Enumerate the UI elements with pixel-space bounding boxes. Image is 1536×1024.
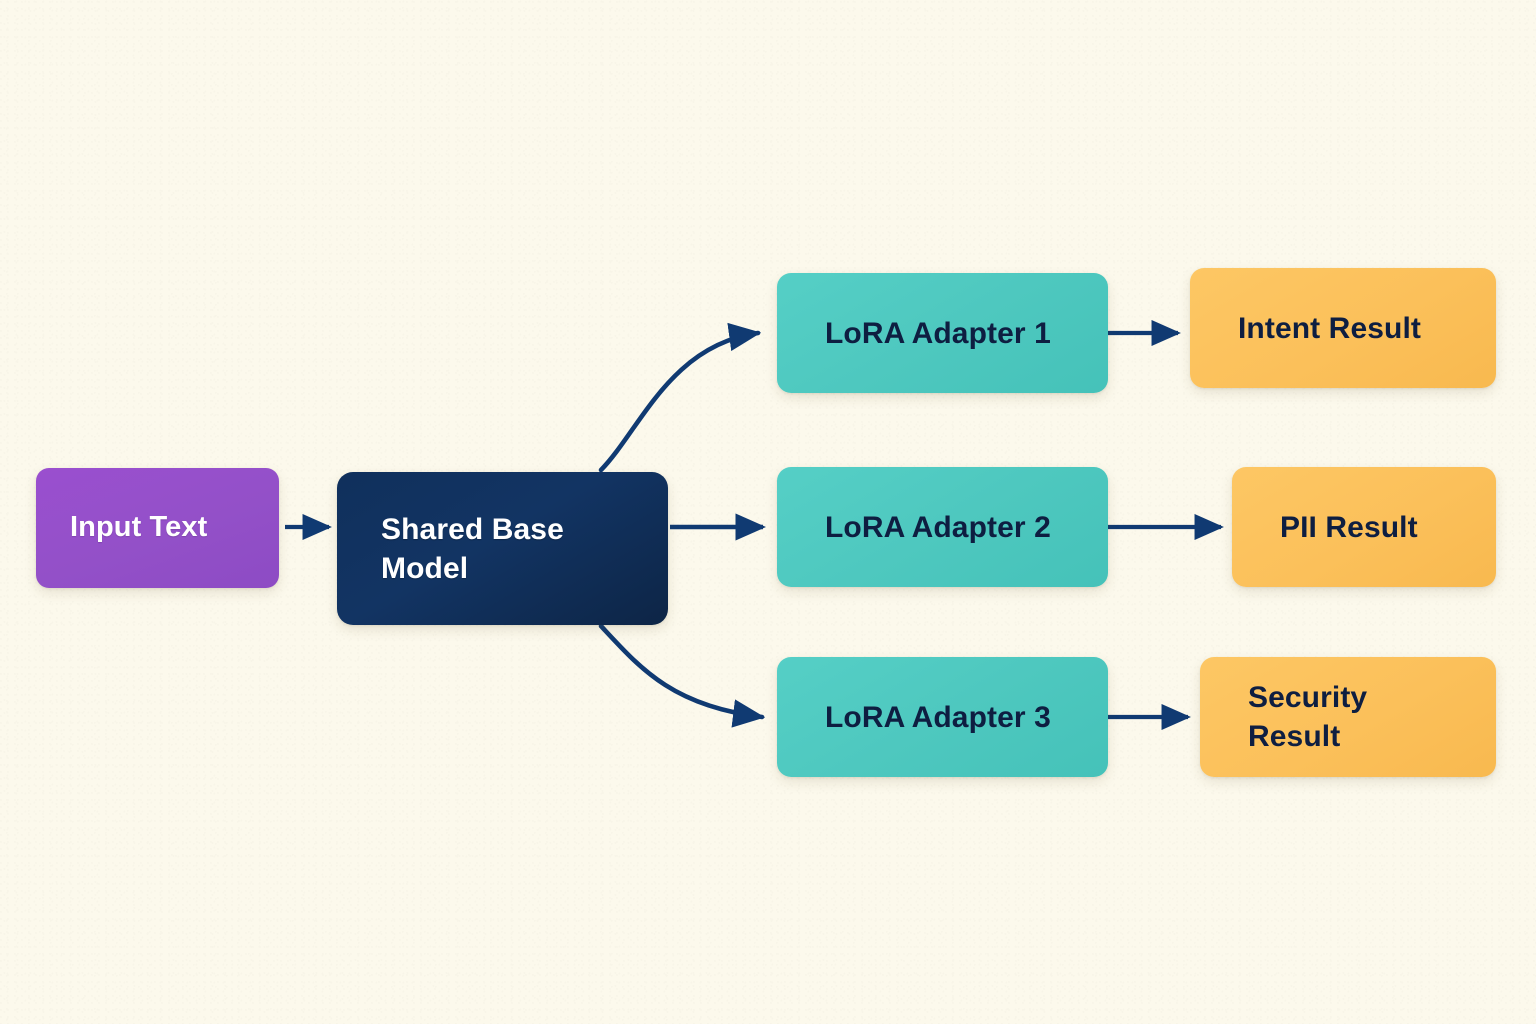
node-lora-adapter-3-label: LoRA Adapter 3: [825, 700, 1051, 734]
node-pii-result-label: PII Result: [1280, 510, 1418, 544]
node-input-text[interactable]: Input Text: [36, 468, 279, 588]
node-lora-adapter-2-label: LoRA Adapter 2: [825, 510, 1051, 544]
node-input-text-label: Input Text: [70, 511, 208, 544]
node-intent-result[interactable]: Intent Result: [1190, 268, 1496, 388]
node-lora-adapter-3[interactable]: LoRA Adapter 3: [777, 657, 1108, 777]
node-pii-result[interactable]: PII Result: [1232, 467, 1496, 587]
node-lora-adapter-1-label: LoRA Adapter 1: [825, 316, 1051, 350]
node-security-result[interactable]: Security Result: [1200, 657, 1496, 777]
edge-base-to-adapter-3: [598, 623, 766, 728]
node-security-result-label: Security Result: [1248, 681, 1368, 753]
node-shared-base-model-label: Shared Base Model: [381, 512, 564, 585]
node-intent-result-label: Intent Result: [1238, 311, 1421, 345]
edge-base-to-adapter-1: [598, 322, 762, 473]
node-lora-adapter-1[interactable]: LoRA Adapter 1: [777, 273, 1108, 393]
node-shared-base-model[interactable]: Shared Base Model: [337, 472, 668, 625]
node-lora-adapter-2[interactable]: LoRA Adapter 2: [777, 467, 1108, 587]
